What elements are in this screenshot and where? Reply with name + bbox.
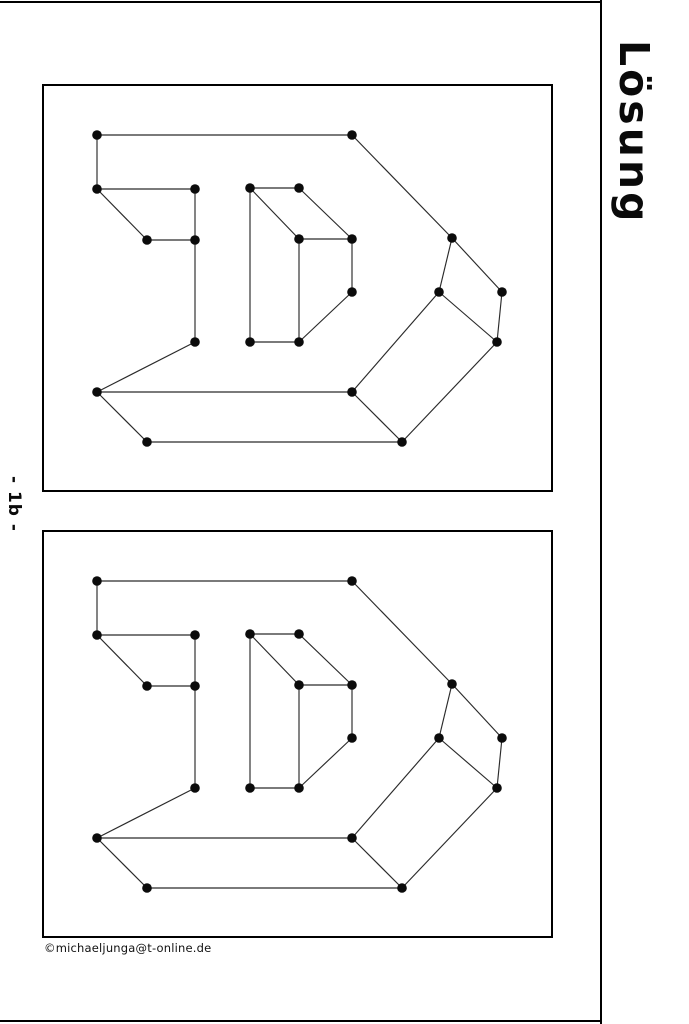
figure-dot [190,337,200,347]
figure-connection-line [438,683,453,739]
figure-dot [347,576,357,586]
figure-dot [245,783,255,793]
figure-dot [142,437,152,447]
figure-connection-line [298,737,353,789]
figure-connection-line [351,580,453,685]
copyright-text: ©michaeljunga@t-online.de [44,941,212,955]
figure-connection-line [298,187,353,240]
page-border-top [0,1,602,3]
figure-dot [492,337,502,347]
figure-dot [447,679,457,689]
figure-connection-line [351,391,403,443]
figure-connection-line [451,237,503,293]
title-separator-line [600,0,602,1024]
figure-dot [245,629,255,639]
figure-connection-line [451,683,503,739]
figure-dot [397,437,407,447]
figure-connection-line [96,391,148,443]
figure-dot [347,833,357,843]
figure-dot [497,733,507,743]
figure-dot [190,630,200,640]
figure-connection-line [96,341,196,393]
figure-dot [294,783,304,793]
figure-dot [397,883,407,893]
figure-dot [190,681,200,691]
figure-connection-line [96,837,148,889]
puzzle-panel-top [42,84,553,492]
figure-connection-line [438,291,498,343]
figure-connection-line [96,787,196,839]
figure-connection-line [401,341,498,443]
figure-dot [142,883,152,893]
figure-connection-line [249,633,300,686]
figure-connection-line [351,837,403,889]
figure-dot [492,783,502,793]
figure-dot [92,387,102,397]
figure-dot [434,733,444,743]
figure-dot [294,629,304,639]
figure-dot [294,680,304,690]
figure-dot [434,287,444,297]
figure-dot [92,833,102,843]
figure-dot [92,630,102,640]
figure-connection-line [351,291,440,393]
figure-connection-line [298,633,353,686]
figure-dot [142,235,152,245]
dot-to-dot-figure-top [92,130,507,447]
figure-connection-line [298,291,353,343]
dot-to-dot-figure-bottom [92,576,507,893]
figure-dot [142,681,152,691]
page-title: Lösung [610,40,658,225]
figure-dot [190,783,200,793]
page-border-bottom [0,1020,602,1022]
figure-dot [447,233,457,243]
figure-connection-line [438,737,498,789]
figure-dot [294,337,304,347]
figure-connection-line [96,188,148,241]
figure-dot [92,184,102,194]
figure-dot [347,130,357,140]
figure-connection-line [496,291,503,343]
figure-connection-line [96,634,148,687]
figure-connection-line [438,237,453,293]
figure-dot [245,183,255,193]
figure-connection-line [249,187,300,240]
figure-dot [245,337,255,347]
figure-dot [294,234,304,244]
figure-dot [92,130,102,140]
figure-connection-line [496,737,503,789]
figure-connection-line [351,737,440,839]
figure-dot [347,387,357,397]
figure-dot [347,680,357,690]
figure-dot [190,235,200,245]
figure-dot [190,184,200,194]
figure-dot [497,287,507,297]
figure-connection-line [351,134,453,239]
figure-dot [347,733,357,743]
page-number-label: - 1b - [4,476,24,532]
figure-dot [347,234,357,244]
figure-dot [92,576,102,586]
puzzle-panel-bottom [42,530,553,938]
figure-connection-line [401,787,498,889]
figure-dot [294,183,304,193]
figure-dot [347,287,357,297]
